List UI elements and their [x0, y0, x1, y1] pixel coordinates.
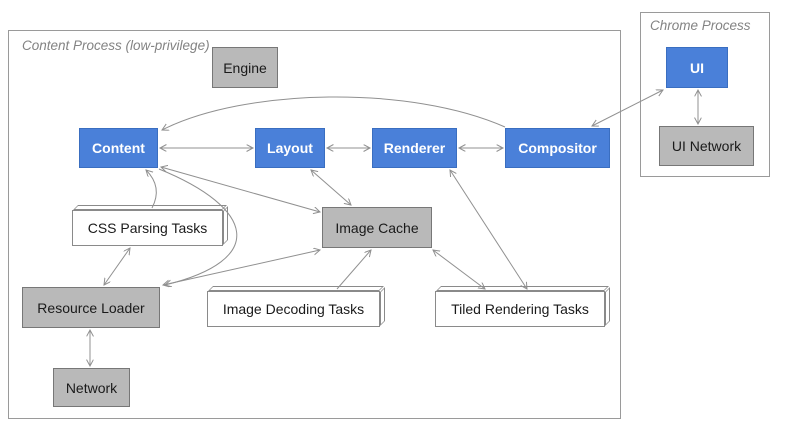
node-layout: Layout	[255, 128, 325, 168]
node-compositor: Compositor	[505, 128, 610, 168]
node-ui-network: UI Network	[659, 126, 754, 166]
node-engine: Engine	[212, 47, 278, 88]
content-process-label: Content Process (low-privilege)	[22, 38, 210, 53]
node-content: Content	[79, 128, 158, 168]
node-tiled-rendering-tasks: Tiled Rendering Tasks	[435, 291, 605, 327]
node-image-cache: Image Cache	[322, 207, 432, 248]
node-image-decoding-tasks: Image Decoding Tasks	[207, 291, 380, 327]
node-renderer: Renderer	[372, 128, 457, 168]
node-network: Network	[53, 368, 130, 407]
chrome-process-label: Chrome Process	[650, 18, 751, 33]
content-process-container	[8, 30, 621, 419]
node-ui: UI	[666, 47, 728, 88]
node-resource-loader: Resource Loader	[22, 287, 160, 328]
node-css-parsing-tasks: CSS Parsing Tasks	[72, 210, 223, 246]
